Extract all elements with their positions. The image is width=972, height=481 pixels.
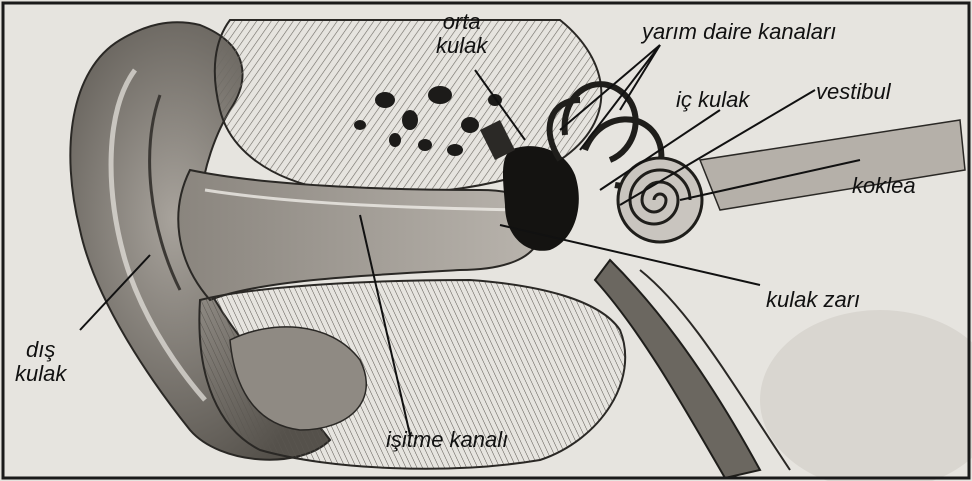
label-outer-ear-line2: kulak bbox=[15, 362, 66, 386]
label-middle-ear: orta kulak bbox=[436, 10, 487, 58]
label-outer-ear-line1: dış bbox=[15, 338, 66, 362]
label-outer-ear: dış kulak bbox=[15, 338, 66, 386]
label-eardrum: kulak zarı bbox=[766, 288, 860, 312]
label-middle-ear-line2: kulak bbox=[436, 34, 487, 58]
label-semicircular-canals: yarım daire kanaları bbox=[642, 20, 836, 44]
label-cochlea: koklea bbox=[852, 174, 916, 198]
label-middle-ear-line1: orta bbox=[436, 10, 487, 34]
label-vestibule: vestibul bbox=[816, 80, 891, 104]
label-inner-ear: iç kulak bbox=[676, 88, 749, 112]
label-ear-canal: işitme kanalı bbox=[386, 428, 508, 452]
